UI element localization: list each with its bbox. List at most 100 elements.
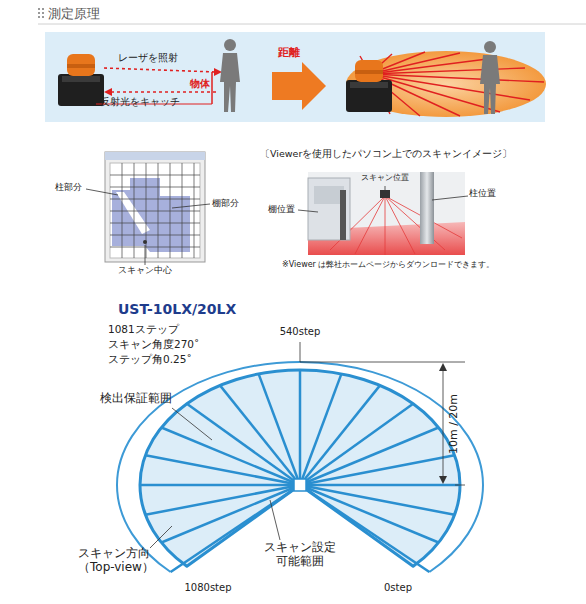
- arrow-head: [439, 476, 447, 484]
- callout-label: 物体: [190, 78, 210, 90]
- dimension-label: 10m / 20m: [447, 394, 460, 454]
- step-label: 1080step: [184, 582, 231, 594]
- dot: [38, 12, 40, 14]
- shelf-edge: [340, 190, 346, 240]
- scan-spoke: [300, 485, 439, 543]
- callout-label: 検出保証範囲: [100, 391, 172, 405]
- scan-spoke: [259, 374, 300, 485]
- scan-spoke: [300, 485, 455, 515]
- ray: [385, 196, 445, 250]
- grid-line: [110, 199, 200, 200]
- leader-line: [150, 526, 172, 548]
- step-label: 540step: [280, 326, 321, 338]
- scan-area: [346, 51, 546, 117]
- grid-line: [194, 163, 195, 258]
- scan-spoke: [300, 385, 380, 485]
- ray: [370, 74, 530, 100]
- leader-line: [432, 196, 468, 200]
- callout-label: レーザを照射: [118, 52, 178, 64]
- callout-label: スキャン中心: [118, 265, 172, 276]
- callout-label: 柱位置: [469, 188, 496, 199]
- spec-text: スキャン角度270˚: [108, 338, 199, 351]
- window-titlebar: [105, 152, 205, 160]
- header-rule: [38, 24, 586, 25]
- scan-spoke: [300, 484, 460, 487]
- arrow-label: 距離: [278, 46, 300, 59]
- ray: [355, 196, 385, 254]
- scanner-marker: [380, 190, 390, 198]
- panel-caption: 〔Viewerを使用したパソコン上でのスキャンイメージ〕: [260, 148, 512, 159]
- spec-text: ステップ角0.25˚: [108, 353, 192, 366]
- callout-label: 棚部分: [212, 198, 239, 209]
- grid: [110, 163, 200, 258]
- pillar-shadow: [116, 192, 150, 234]
- grid-line: [158, 163, 159, 258]
- leader-lines: [86, 189, 210, 265]
- grid-line: [182, 163, 183, 258]
- dot: [38, 16, 40, 18]
- header-icon: [38, 8, 44, 18]
- dot: [42, 12, 44, 14]
- person-right: [480, 41, 500, 114]
- arrow-head: [439, 363, 447, 371]
- grid-line: [110, 211, 200, 212]
- shelf-part: [314, 186, 344, 204]
- arrow-head: [104, 88, 112, 96]
- principle-band: [45, 32, 545, 122]
- scan-center-dot: [143, 240, 147, 244]
- scan-spoke: [299, 370, 302, 485]
- laser-line: [104, 68, 216, 72]
- leader-line: [145, 245, 146, 265]
- ray: [370, 68, 525, 74]
- grid-line: [134, 163, 135, 258]
- dot: [42, 16, 44, 18]
- sensor-right: [346, 60, 392, 112]
- scan-spoke: [140, 484, 300, 487]
- grid-line: [110, 247, 200, 248]
- big-arrow: [272, 62, 326, 110]
- dimension: [300, 362, 465, 485]
- window-canvas: [110, 163, 200, 258]
- callout-label: スキャン設定 可能範囲: [258, 540, 342, 569]
- callout-label: 柱部分: [55, 182, 82, 193]
- object-bracket: [211, 72, 213, 104]
- callout-label: 棚位置: [268, 204, 295, 215]
- sensor-center: [294, 479, 306, 491]
- pillar: [420, 172, 434, 244]
- grid-line: [170, 163, 171, 258]
- grid-line: [122, 163, 123, 258]
- shelf: [308, 178, 350, 240]
- dot: [38, 8, 40, 10]
- viewer-window: [105, 152, 205, 262]
- scan-spoke: [300, 374, 341, 485]
- scene-box: [308, 172, 465, 255]
- scan-spoke: [300, 455, 455, 485]
- note: ※Viewer は弊社ホームページからダウンロードできます。: [282, 260, 494, 270]
- scan-spoke: [161, 428, 300, 486]
- callout-label: 反射光をキャッチ: [100, 96, 180, 108]
- leader-line: [86, 189, 118, 195]
- leader-line: [172, 408, 212, 440]
- scan-spoke: [161, 485, 300, 543]
- leader-lines: [298, 186, 468, 212]
- grid-line: [110, 175, 200, 176]
- dimension-line: [443, 368, 444, 479]
- model-name: UST-10LX/20LX: [118, 301, 236, 318]
- leader-line: [385, 186, 386, 190]
- reflect-line: [110, 91, 216, 93]
- leader-line: [270, 500, 280, 540]
- person-left: [220, 39, 240, 112]
- leader-line: [172, 204, 210, 208]
- callout-label: スキャン方向 （Top-view）: [78, 546, 174, 575]
- detection-range: [140, 370, 460, 566]
- extension-line: [300, 362, 465, 363]
- leader-line: [300, 342, 301, 362]
- grid-line: [110, 235, 200, 236]
- dot: [42, 8, 44, 10]
- spec-text: 1081ステップ: [108, 323, 179, 336]
- callout-label: スキャン位置: [361, 173, 409, 183]
- leader-lines: [150, 342, 300, 548]
- ray: [385, 196, 386, 255]
- step-label: 0step: [384, 582, 412, 594]
